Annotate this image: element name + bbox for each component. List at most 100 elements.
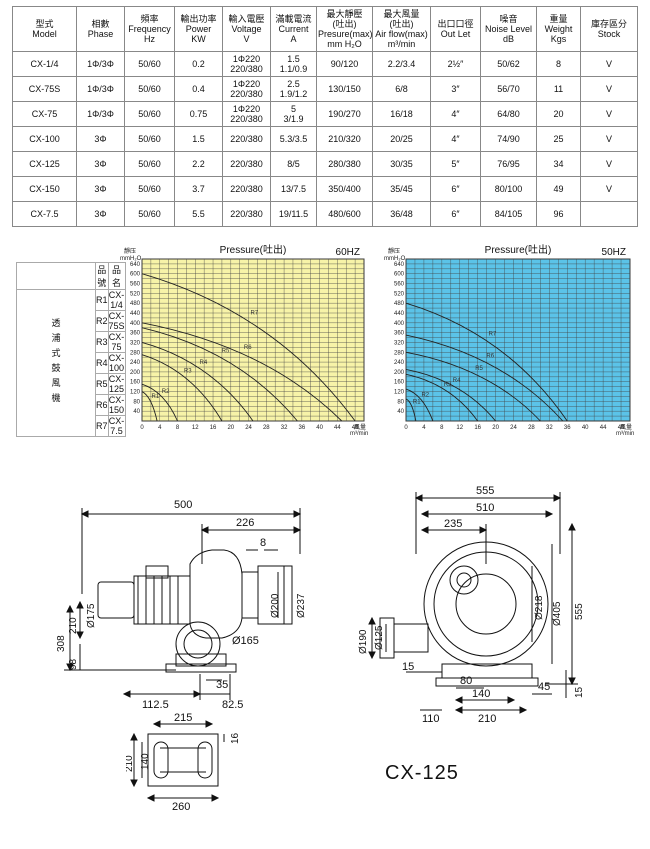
x-tick-label: 44 [600, 425, 607, 431]
x-tick-label: 4 [158, 425, 162, 431]
y-tick-label: 200 [130, 370, 141, 376]
dim-140-base: 140 [140, 753, 151, 770]
y-tick-label: 520 [394, 291, 405, 297]
spec-header-en: (吐出) [332, 19, 357, 29]
legend-header: 品號 [95, 262, 109, 290]
spec-header-zh: 型式 [35, 19, 54, 29]
dim-15-left: 15 [402, 661, 414, 673]
spec-header-zh: 輸入電壓 [228, 14, 265, 24]
chart-title: Pressure(吐出) [485, 243, 552, 256]
spec-header-zh: 最大靜壓 [326, 9, 363, 19]
y-tick-label: 400 [394, 321, 405, 327]
table-cell: 56/70 [480, 76, 537, 102]
series-label-R4: R4 [200, 360, 208, 366]
table-cell: 13/7.5 [270, 176, 317, 202]
table-cell: 50/60 [124, 76, 175, 102]
x-axis-unit: m³/min [350, 431, 368, 437]
x-tick-label: 48 [352, 425, 359, 431]
x-tick-label: 20 [492, 425, 499, 431]
legend-cell: R4 [95, 352, 109, 374]
y-tick-label: 280 [130, 350, 141, 356]
series-label-R1: R1 [413, 400, 421, 406]
table-cell: 190/270 [316, 101, 373, 127]
table-cell: CX-150 [12, 176, 77, 202]
y-tick-label: 80 [397, 399, 404, 405]
table-cell: 19/11.5 [270, 201, 317, 227]
x-tick-label: 16 [474, 425, 481, 431]
table-cell: 50/60 [124, 101, 175, 127]
series-label-R2: R2 [421, 392, 429, 398]
series-label-R3: R3 [184, 368, 192, 374]
table-cell: CX-125 [12, 151, 77, 177]
y-tick-label: 360 [394, 331, 405, 337]
spec-header-en: Hz [144, 34, 155, 44]
table-cell: 1Φ/3Φ [76, 51, 125, 77]
table-cell: V [580, 176, 638, 202]
x-tick-label: 44 [334, 425, 341, 431]
series-label-R1: R1 [152, 394, 160, 400]
table-cell: 8 [536, 51, 581, 77]
legend-cell: R6 [95, 394, 109, 416]
series-curve-R5 [405, 351, 541, 422]
table-cell: 34 [536, 151, 581, 177]
series-label-R7: R7 [489, 332, 497, 338]
spec-header-en: mm H₂O [327, 39, 362, 49]
dim-260: 260 [172, 801, 190, 812]
x-tick-label: 32 [546, 425, 553, 431]
table-cell: 20 [536, 101, 581, 127]
base-plan-drawing: 215 16 210 140 260 [126, 712, 241, 812]
y-tick-label: 200 [394, 370, 405, 376]
series-curve-R4 [405, 369, 496, 422]
x-axis-label: 風量 [620, 424, 632, 431]
series-curve-R6 [141, 322, 343, 422]
legend-cell: CX-75S [107, 310, 126, 332]
spec-header-en: Presure(max) [318, 29, 373, 39]
dim-35: 35 [216, 679, 228, 691]
table-cell: 30/35 [372, 151, 431, 177]
x-axis-label: 風量 [354, 424, 366, 431]
x-tick-label: 8 [440, 425, 444, 431]
spec-header-en: Stock [597, 29, 621, 39]
table-cell: 16/18 [372, 101, 431, 127]
y-tick-label: 160 [130, 380, 141, 386]
spec-header-en: Weight [544, 24, 573, 34]
dim-555-height: 555 [574, 603, 585, 620]
table-cell: 5″ [430, 151, 481, 177]
x-tick-label: 40 [582, 425, 589, 431]
x-tick-label: 24 [245, 425, 252, 431]
table-cell: 76/95 [480, 151, 537, 177]
table-cell: 210/320 [316, 126, 373, 152]
spec-header-en: Air flow(max) [375, 29, 428, 39]
legend-cell: CX-100 [107, 352, 126, 374]
spec-header-zh: 滿載電流 [275, 14, 312, 24]
spec-header-zh: 頻率 [140, 14, 159, 24]
legend-cell: CX-75 [107, 331, 126, 353]
table-cell: 3″ [430, 76, 481, 102]
series-label-R4: R4 [453, 378, 461, 384]
dim-d125: Ø125 [374, 625, 385, 650]
x-tick-label: 40 [316, 425, 323, 431]
dim-555-width: 555 [476, 485, 494, 497]
x-tick-label: 0 [404, 425, 408, 431]
table-cell: 6/8 [372, 76, 431, 102]
spec-header-en: Voltage [231, 24, 262, 34]
table-cell: 3Φ [76, 176, 125, 202]
series-curve-R3 [141, 354, 223, 422]
x-tick-label: 32 [281, 425, 288, 431]
table-cell: 280/380 [316, 151, 373, 177]
legend-cell: R7 [95, 415, 109, 437]
dim-510: 510 [476, 502, 494, 514]
table-cell: 50/62 [480, 51, 537, 77]
table-cell: V [580, 151, 638, 177]
